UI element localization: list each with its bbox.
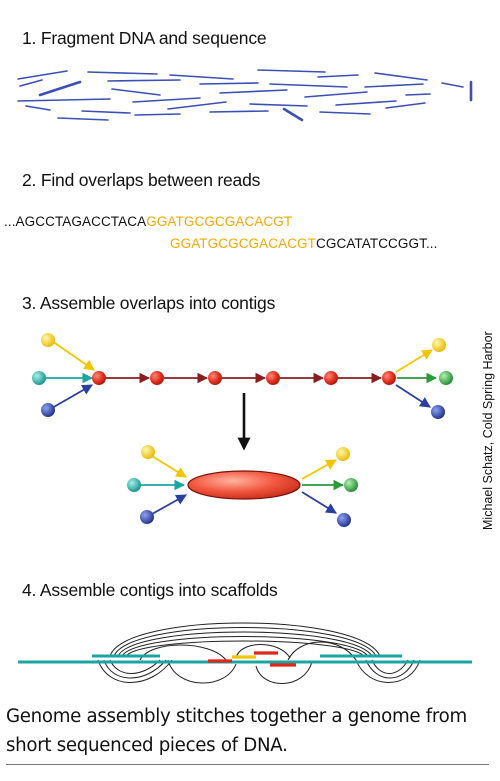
step-1-heading: 1. Fragment DNA and sequence (22, 28, 267, 48)
read-fragment (364, 83, 424, 88)
read-fragment (57, 117, 109, 121)
mate-pair-arc (139, 644, 227, 661)
read-fragment (441, 82, 464, 88)
blue-node (41, 403, 55, 417)
read-2-suffix: CGCATATCCGGT... (316, 236, 438, 251)
mate-pair-arc (365, 659, 415, 679)
arrow-yellow-in (51, 340, 95, 371)
read-fragment (132, 97, 201, 103)
read-fragment (17, 70, 68, 80)
read-fragment (335, 100, 397, 106)
mate-pair-arc (109, 659, 161, 674)
read-fragment (282, 107, 304, 122)
mate-pair-arc (113, 627, 377, 657)
read-fragment (317, 74, 359, 78)
read-1: ...AGCCTAGACCTACAGGATGCGCGACACGT (4, 214, 292, 229)
step-2-heading: 2. Find overlaps between reads (22, 170, 261, 190)
read-fragment (107, 79, 181, 82)
blue-node (337, 513, 351, 527)
read-2-overlap: GGATGCGCGACACGT (170, 236, 317, 251)
mate-pair-arc (167, 659, 237, 684)
green-node (439, 371, 453, 385)
yellow-node (336, 447, 350, 461)
yellow-node (41, 333, 55, 347)
red-node (150, 371, 164, 385)
read-fragment (25, 105, 51, 111)
read-fragment (199, 82, 259, 85)
red-node (324, 371, 338, 385)
green-node (344, 478, 358, 492)
contig-oval (187, 470, 301, 500)
read-fragment (169, 74, 234, 80)
arrow-yellow-out (301, 459, 337, 480)
mate-pair-arc (109, 622, 381, 657)
arrow-blue-in (51, 384, 93, 409)
yellow-node (141, 445, 155, 459)
read-1-prefix: ...AGCCTAGACCTACA (4, 214, 147, 229)
read-fragment (304, 91, 368, 98)
blue-node (140, 510, 154, 524)
read-fragment (269, 83, 348, 88)
fragment-reads (17, 69, 473, 122)
arrow-yellow-out (395, 349, 433, 373)
step-3-heading: 3. Assemble overlaps into contigs (22, 293, 276, 313)
mate-pair-arc (287, 641, 357, 661)
arrow-blue-in (151, 494, 187, 515)
teal-node (32, 371, 46, 385)
mate-pair-arc (125, 640, 365, 657)
mate-pair-arc (97, 659, 173, 683)
caption-rule (6, 764, 489, 765)
figure-caption: Genome assembly stitches together a geno… (6, 706, 467, 756)
mate-pair-arc (103, 659, 167, 679)
arrow-yellow-in (151, 455, 187, 478)
read-fragment (134, 113, 181, 116)
read-2: GGATGCGCGACACGTCGCATATCCGGT... (170, 236, 438, 251)
red-node (208, 371, 222, 385)
read-fragment (374, 72, 428, 81)
mate-pair-arc (355, 659, 421, 683)
contig-graph (127, 445, 358, 527)
read-fragment (319, 111, 371, 115)
arrow-blue-out (301, 491, 337, 514)
arrow-blue-out (395, 384, 431, 408)
read-fragment (38, 80, 82, 97)
mate-pair-arc (121, 636, 369, 657)
read-fragment (219, 89, 288, 94)
read-fragment (385, 102, 426, 109)
read-fragment (209, 110, 269, 113)
read-fragment (17, 98, 111, 102)
read-fragment (111, 88, 161, 96)
blue-node (431, 405, 445, 419)
mate-pair-arc (235, 644, 291, 659)
mate-pair-arc (371, 659, 409, 674)
read-fragment (81, 110, 131, 114)
red-node (266, 371, 280, 385)
read-fragment (167, 101, 227, 110)
teal-node (127, 478, 141, 492)
red-node (382, 371, 396, 385)
yellow-node (432, 338, 446, 352)
photo-credit: Michael Schatz, Cold Spring Harbor (481, 331, 495, 530)
read-fragment (87, 71, 158, 75)
read-fragment (249, 103, 308, 107)
read-fragment (19, 79, 43, 87)
mate-pair-arc (117, 631, 373, 657)
read-fragment (257, 69, 326, 73)
step-4-heading: 4. Assemble contigs into scaffolds (22, 580, 278, 600)
read-1-overlap: GGATGCGCGACACGT (146, 214, 293, 229)
scaffold-diagram (18, 622, 472, 684)
red-node (92, 371, 106, 385)
read-fragment (405, 93, 431, 96)
mate-pair-arc (255, 661, 313, 684)
overlap-chain (32, 333, 453, 419)
